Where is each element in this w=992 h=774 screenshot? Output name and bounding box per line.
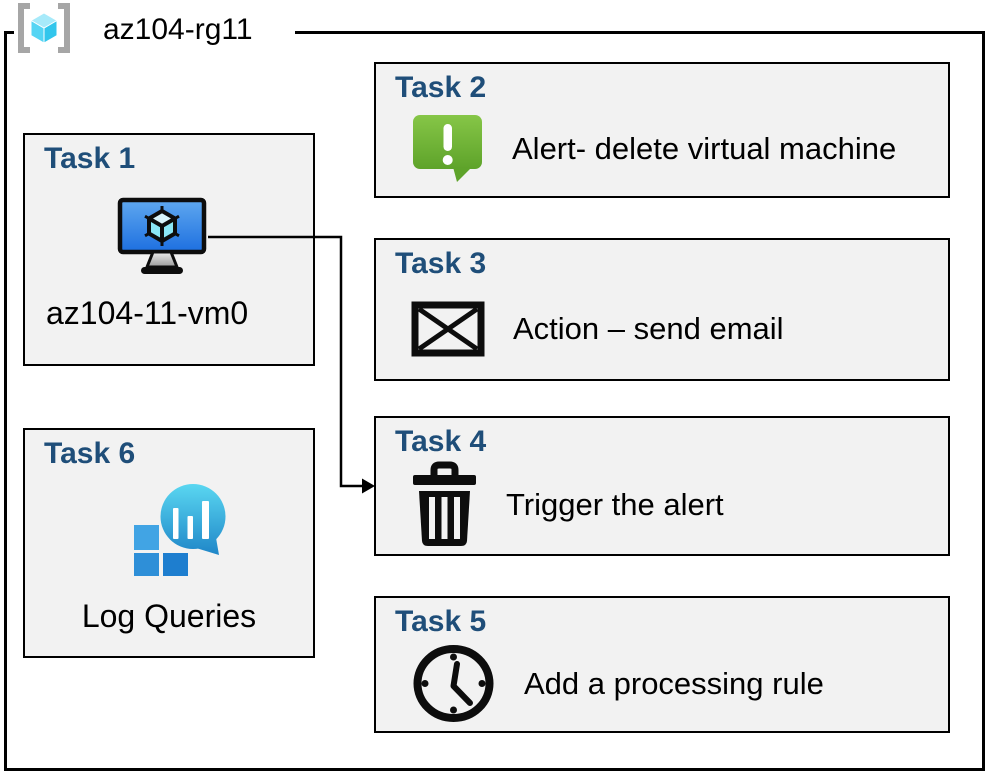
task2-label: Alert- delete virtual machine <box>512 131 897 166</box>
resource-group-frame: az104-rg11 Task 1 <box>4 3 985 771</box>
task6-label: Log Queries <box>81 598 257 634</box>
alert-icon <box>411 113 484 185</box>
task5-label: Add a processing rule <box>524 665 824 701</box>
task3-title: Task 3 <box>395 247 487 280</box>
task2-title: Task 2 <box>395 71 487 104</box>
task4-label: Trigger the alert <box>506 487 724 522</box>
clock-icon <box>411 643 496 724</box>
task4-title: Task 4 <box>395 425 487 458</box>
task2-card: Task 2 Alert- delete <box>374 62 950 198</box>
task5-title: Task 5 <box>395 605 487 638</box>
task4-card: Task 4 Trigger the alert <box>374 416 950 556</box>
frame-border-gap <box>14 28 295 37</box>
trash-icon <box>411 461 478 549</box>
task3-card: Task 3 Action – send email <box>374 238 950 381</box>
task1-label: az104-11-vm0 <box>46 295 249 331</box>
task5-card: Task 5 Add a processing rule <box>374 596 950 733</box>
virtual-machine-icon <box>117 197 207 275</box>
task6-card: Task 6 Log <box>23 428 315 658</box>
email-icon <box>411 301 485 357</box>
resource-group-label: az104-rg11 <box>103 13 253 46</box>
log-queries-icon <box>132 484 227 577</box>
task1-title: Task 1 <box>44 142 136 175</box>
task1-card: Task 1 <box>23 133 315 366</box>
task6-title: Task 6 <box>44 437 136 470</box>
task3-label: Action – send email <box>513 310 784 346</box>
resource-group-icon <box>16 3 72 53</box>
